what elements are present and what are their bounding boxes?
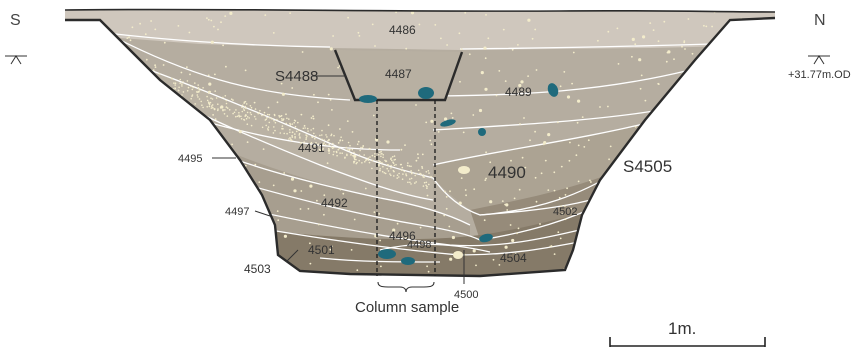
scale-label: 1m. [668, 319, 696, 338]
label-4487: 4487 [385, 67, 412, 81]
label-s4505: S4505 [623, 157, 672, 176]
label-4502: 4502 [553, 206, 577, 218]
column-sample-label: Column sample [355, 299, 459, 316]
label-4486: 4486 [389, 23, 416, 37]
label-4495: 4495 [178, 153, 202, 165]
label-4503: 4503 [244, 262, 271, 276]
stone [418, 87, 434, 99]
label-4489: 4489 [505, 85, 532, 99]
layer-4486-fill [65, 10, 775, 50]
cut-outline-s4505 [65, 16, 776, 278]
datum-marker-left [5, 55, 27, 65]
label-4492: 4492 [321, 196, 348, 210]
recut-s4488-fill [335, 50, 462, 100]
ground-surface [64, 8, 776, 13]
stone [440, 119, 456, 127]
layer-base-fill [220, 205, 620, 276]
scale-bar [609, 337, 766, 347]
stone [378, 249, 396, 259]
column-sample-brace [377, 281, 435, 293]
label-4501: 4501 [308, 243, 335, 257]
stone [547, 83, 559, 97]
column-sample-lines [376, 100, 436, 276]
label-s4488: S4488 [275, 68, 318, 85]
label-4504: 4504 [500, 251, 527, 265]
datum-marker-right [808, 55, 830, 65]
recut-outline-s4488 [333, 49, 464, 102]
stone [401, 257, 415, 265]
layer-4491-fill [150, 70, 433, 200]
orientation-south: S [10, 12, 21, 29]
stone [359, 95, 377, 103]
label-4496: 4496 [389, 229, 416, 243]
label-4497: 4497 [225, 206, 249, 218]
label-4498: 4498 [407, 239, 431, 251]
label-4490: 4490 [488, 163, 526, 182]
stone [479, 233, 493, 243]
label-4491: 4491 [298, 141, 325, 155]
datum-level: +31.77m.OD [788, 69, 851, 81]
stone [478, 128, 486, 136]
stones [359, 83, 559, 265]
label-4500: 4500 [454, 289, 478, 301]
orientation-north: N [814, 12, 826, 29]
